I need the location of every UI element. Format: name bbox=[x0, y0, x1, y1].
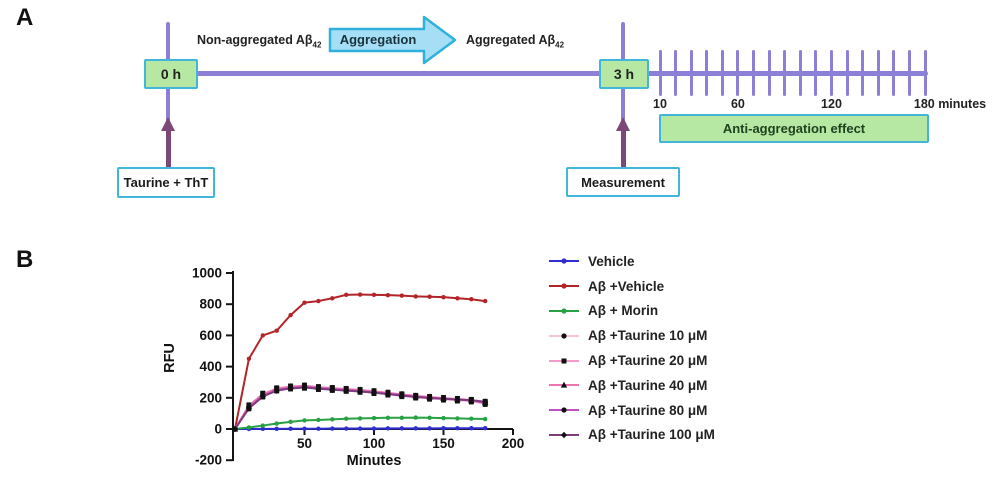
aggregation-arrow-icon bbox=[328, 15, 457, 65]
taurine-up-arrow-icon bbox=[161, 117, 175, 168]
legend-marker-icon bbox=[549, 358, 579, 364]
legend-label: Vehicle bbox=[588, 253, 635, 269]
svg-text:600: 600 bbox=[199, 328, 222, 343]
legend-item: Aβ + Morin bbox=[549, 299, 715, 324]
svg-text:1000: 1000 bbox=[192, 266, 222, 281]
non-aggregated-text: Non-aggregated Aβ bbox=[197, 33, 313, 47]
svg-text:50: 50 bbox=[297, 436, 312, 451]
taurine-tht-box: Taurine + ThT bbox=[117, 167, 215, 198]
time-3h-box: 3 h bbox=[599, 59, 649, 89]
non-aggregated-label: Non-aggregated Aβ42 bbox=[197, 33, 321, 50]
legend-marker-icon bbox=[549, 258, 579, 264]
legend-label: Aβ +Taurine 80 μM bbox=[588, 402, 708, 418]
legend-marker-icon bbox=[549, 407, 579, 413]
abeta-subscript: 42 bbox=[555, 40, 565, 50]
panel-a-label: A bbox=[16, 4, 34, 31]
svg-text:0: 0 bbox=[214, 422, 222, 437]
legend-marker-icon bbox=[549, 308, 579, 314]
legend-item: Aβ +Vehicle bbox=[549, 274, 715, 299]
legend-label: Aβ + Morin bbox=[588, 303, 659, 319]
timeline-tick-label: 10 bbox=[653, 97, 667, 111]
legend-item: Aβ +Taurine 100 μM bbox=[549, 423, 715, 448]
time-0h-box: 0 h bbox=[144, 59, 198, 89]
aggregated-text: Aggregated Aβ bbox=[466, 33, 556, 47]
legend-label: Aβ +Taurine 20 μM bbox=[588, 353, 708, 369]
timeline-tick-label: 120 bbox=[821, 97, 842, 111]
panel-b-label: B bbox=[16, 246, 34, 273]
legend-item: Aβ +Taurine 40 μM bbox=[549, 373, 715, 398]
abeta-subscript: 42 bbox=[312, 40, 322, 50]
legend-label: Aβ +Taurine 40 μM bbox=[588, 377, 708, 393]
measurement-up-arrow-icon bbox=[616, 117, 630, 168]
legend-item: Vehicle bbox=[549, 249, 715, 274]
anti-aggregation-effect-box: Anti-aggregation effect bbox=[659, 114, 929, 143]
legend-label: Aβ +Taurine 10 μM bbox=[588, 328, 708, 344]
svg-text:400: 400 bbox=[199, 359, 222, 374]
legend-item: Aβ +Taurine 20 μM bbox=[549, 348, 715, 373]
legend-item: Aβ +Taurine 10 μM bbox=[549, 323, 715, 348]
svg-text:800: 800 bbox=[199, 297, 222, 312]
measurement-box: Measurement bbox=[566, 167, 680, 197]
legend-item: Aβ +Taurine 80 μM bbox=[549, 398, 715, 423]
legend-marker-icon bbox=[549, 333, 579, 339]
legend-label: Aβ +Taurine 100 μM bbox=[588, 427, 715, 443]
timeline-bar bbox=[166, 71, 928, 76]
svg-text:Minutes: Minutes bbox=[347, 453, 402, 469]
legend-marker-icon bbox=[549, 283, 579, 289]
timeline-tick-label: 180 minutes bbox=[913, 97, 987, 111]
svg-text:RFU: RFU bbox=[162, 343, 178, 373]
legend-marker-icon bbox=[549, 381, 579, 388]
aggregated-label: Aggregated Aβ42 bbox=[466, 33, 564, 50]
timeline-tick-label: 60 bbox=[730, 97, 745, 111]
svg-text:200: 200 bbox=[502, 436, 525, 451]
svg-text:200: 200 bbox=[199, 390, 222, 405]
chart-legend: Vehicle Aβ +Vehicle Aβ + Morin Aβ +Taurine … bbox=[549, 249, 715, 447]
legend-label: Aβ +Vehicle bbox=[588, 278, 665, 294]
svg-text:100: 100 bbox=[363, 436, 386, 451]
legend-marker-icon bbox=[549, 431, 579, 439]
aggregation-arrow-label: Aggregation bbox=[339, 32, 417, 47]
svg-text:150: 150 bbox=[432, 436, 455, 451]
svg-text:-200: -200 bbox=[195, 453, 222, 468]
